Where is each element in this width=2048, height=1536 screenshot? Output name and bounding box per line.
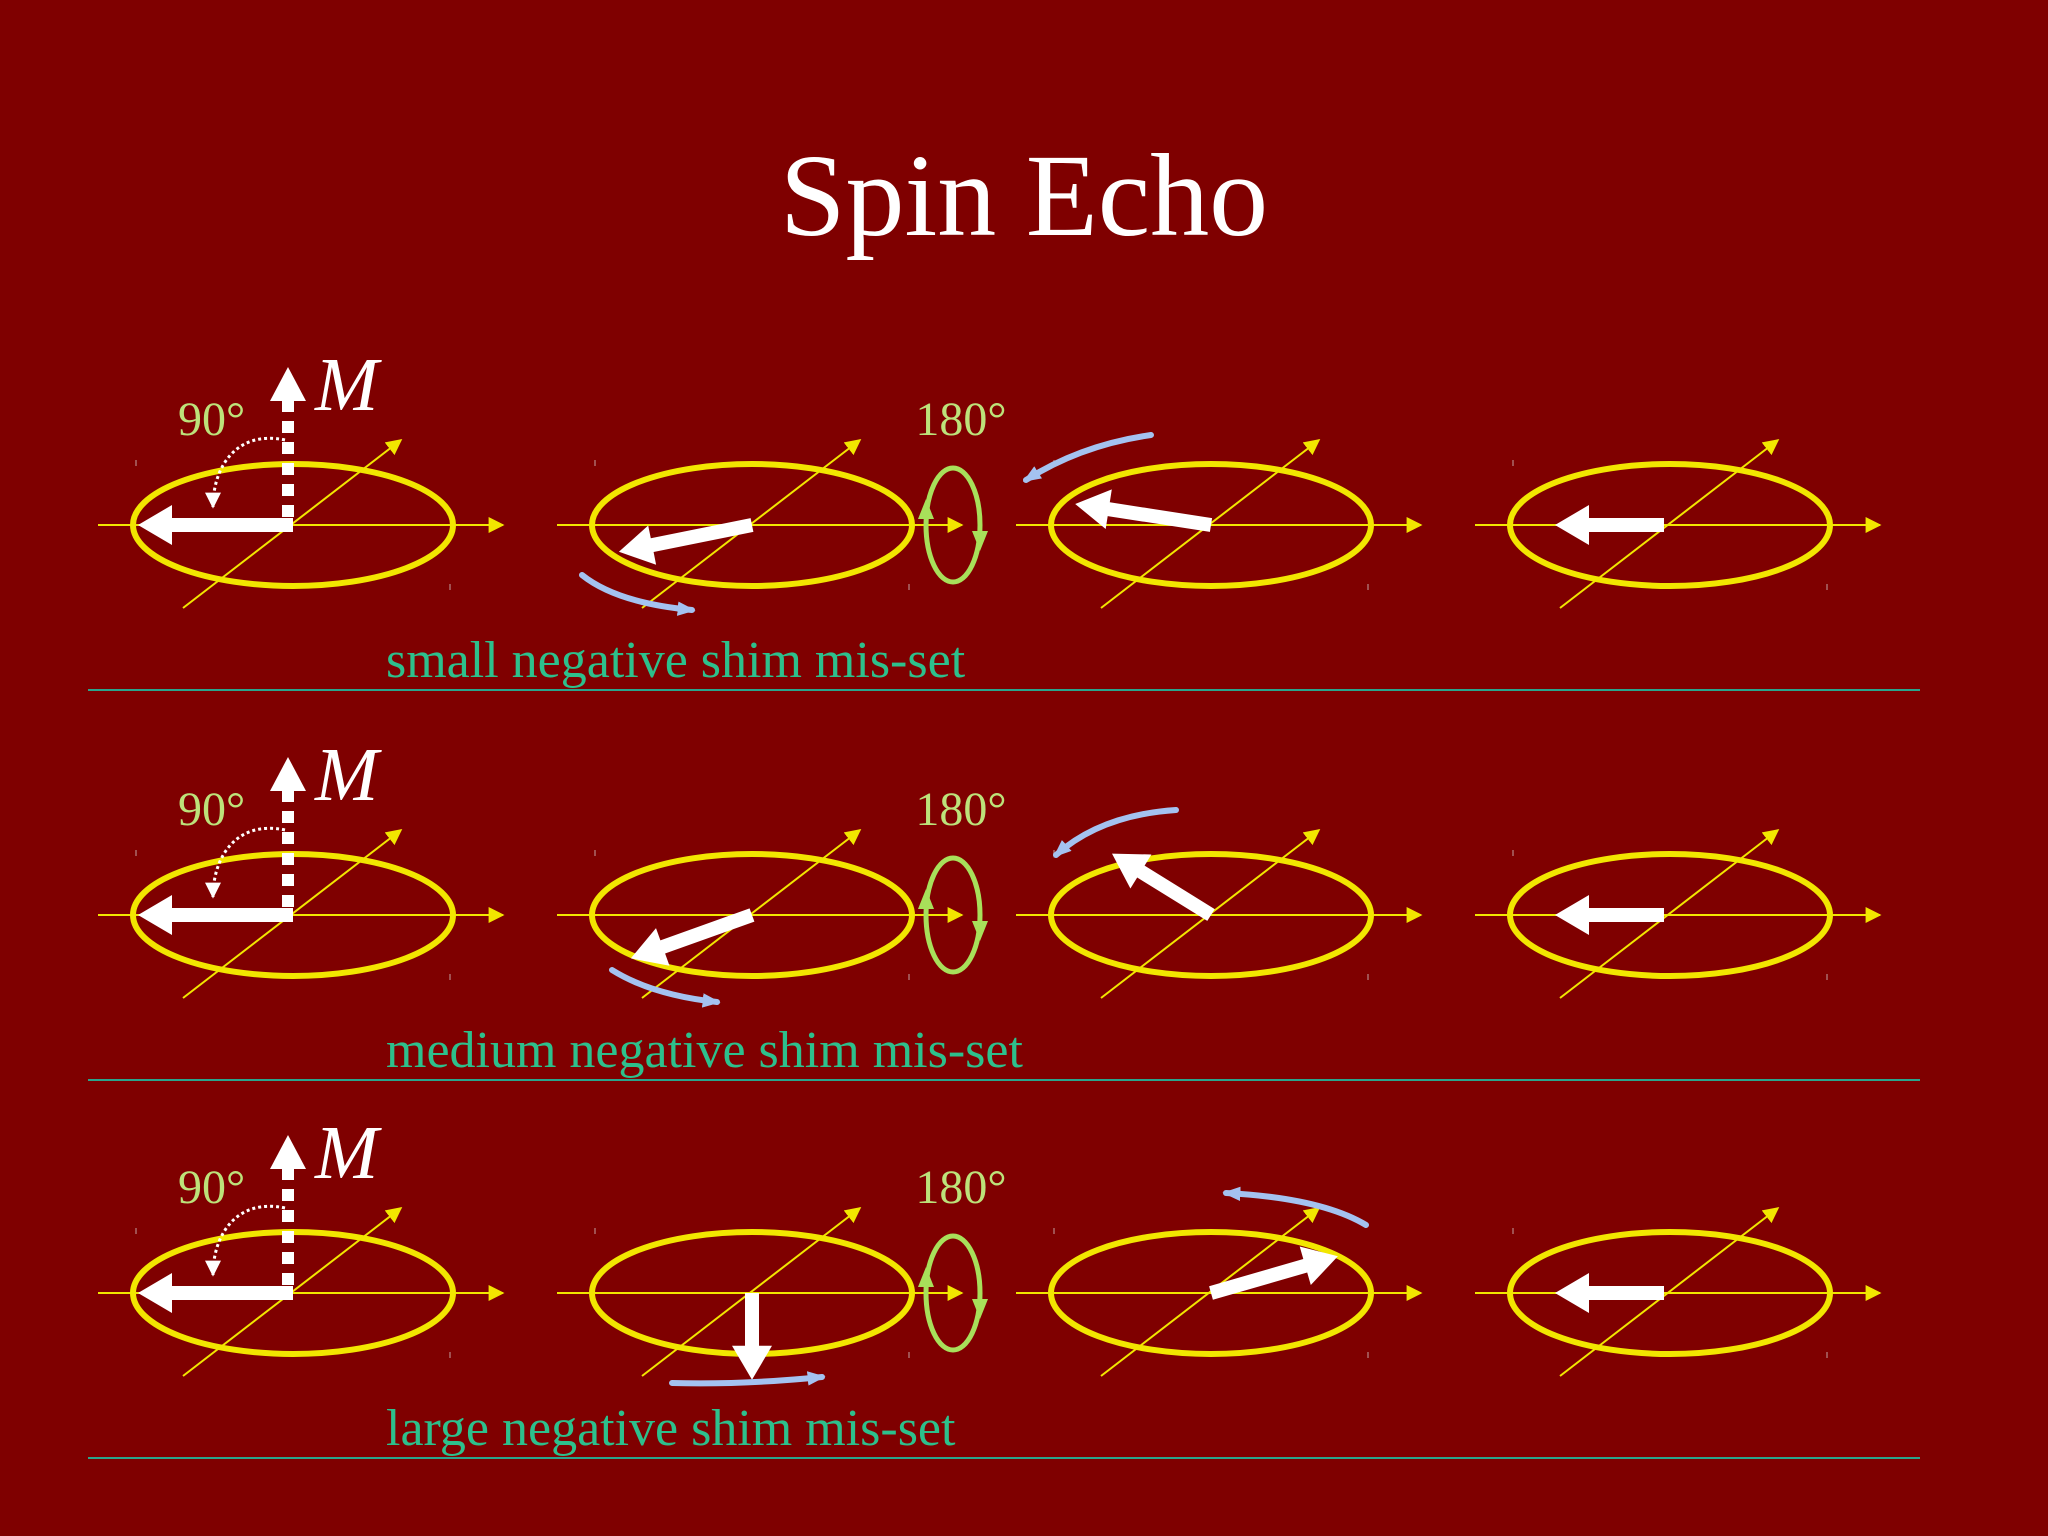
echo-magnetization-vector: [1555, 895, 1664, 935]
dephased-magnetization-vector: [618, 518, 754, 565]
transverse-plane-ellipse: [1048, 461, 1374, 589]
bloch-panel-2: [557, 829, 964, 1008]
pulse-loop-ellipse: [923, 1233, 983, 1353]
pulse-loop-arrowhead-down: [972, 921, 988, 941]
diagram-rows: 90° M 180° small negative shim mis-set 90° M 1…: [88, 343, 1920, 1459]
row-2: 90° M 180° medium negative shim mis-set: [88, 733, 1920, 1081]
pulse-loop-arrowhead-up: [918, 889, 934, 909]
dephasing-direction-arrow: [579, 572, 696, 616]
initial-magnetization-head: [270, 757, 306, 791]
tipped-magnetization-vector: [138, 1273, 293, 1313]
pulse-90-label: 90°: [178, 1161, 245, 1214]
dephased-magnetization-vector: [630, 908, 755, 966]
pulse-180-label: 180°: [915, 783, 1006, 836]
initial-magnetization-head: [270, 367, 306, 401]
refocusing-magnetization-vector: [1209, 1246, 1338, 1300]
bloch-panel-1: 90° M: [98, 343, 505, 609]
magnetization-label: M: [314, 733, 382, 817]
echo-magnetization-vector: [1555, 1273, 1664, 1313]
dephasing-direction-arrow: [669, 1371, 826, 1387]
dephased-magnetization-vector: [732, 1293, 772, 1380]
refocusing-direction-arrow: [1022, 432, 1154, 483]
pulse-loop-arrowhead-up: [918, 499, 934, 519]
magnetization-label: M: [314, 1111, 382, 1195]
tipped-magnetization-vector: [138, 895, 293, 935]
bloch-panel-3: [1016, 807, 1423, 999]
row-1: 90° M 180° small negative shim mis-set: [88, 343, 1920, 691]
pulse-loop-arrowhead-down: [972, 1299, 988, 1319]
page-title: Spin Echo: [780, 130, 1268, 261]
bloch-panel-4: [1475, 1207, 1882, 1377]
refocusing-direction-arrow: [1222, 1186, 1369, 1228]
pulse-180-loop: 180°: [915, 783, 1007, 975]
transverse-plane-ellipse: [1048, 1229, 1374, 1357]
row-caption: medium negative shim mis-set: [386, 1022, 1023, 1079]
row-caption: small negative shim mis-set: [386, 632, 966, 689]
row-3: 90° M 180° large negative shim mis-set: [88, 1111, 1920, 1459]
pulse-180-label: 180°: [915, 393, 1006, 446]
refocusing-magnetization-vector: [1112, 853, 1215, 921]
bloch-panel-2: [557, 1207, 964, 1387]
initial-magnetization-head: [270, 1135, 306, 1169]
dephasing-direction-arrow: [609, 967, 721, 1008]
transverse-plane-ellipse: [1507, 851, 1833, 979]
transverse-plane-ellipse: [1507, 1229, 1833, 1357]
bloch-panel-4: [1475, 829, 1882, 999]
transverse-plane-ellipse: [1048, 851, 1374, 979]
bloch-panel-4: [1475, 439, 1882, 609]
bloch-panel-3: [1016, 432, 1423, 609]
pulse-90-label: 90°: [178, 393, 245, 446]
bloch-panel-2: [557, 439, 964, 616]
bloch-panel-1: 90° M: [98, 1111, 505, 1377]
transverse-plane-ellipse: [1507, 461, 1833, 589]
transverse-plane-ellipse: [589, 461, 915, 589]
transverse-plane-ellipse: [589, 851, 915, 979]
tip-rotation-arrow: [205, 1204, 286, 1277]
echo-magnetization-vector: [1555, 505, 1664, 545]
bloch-panel-3: [1016, 1186, 1423, 1377]
magnetization-label: M: [314, 343, 382, 427]
tip-rotation-arrow: [205, 826, 286, 899]
refocusing-magnetization-vector: [1075, 489, 1213, 532]
pulse-180-label: 180°: [915, 1161, 1006, 1214]
pulse-loop-ellipse: [923, 465, 983, 585]
tipped-magnetization-vector: [138, 505, 293, 545]
bloch-panel-1: 90° M: [98, 733, 505, 999]
pulse-loop-arrowhead-up: [918, 1267, 934, 1287]
pulse-90-label: 90°: [178, 783, 245, 836]
pulse-loop-ellipse: [923, 855, 983, 975]
row-caption: large negative shim mis-set: [386, 1400, 956, 1457]
pulse-180-loop: 180°: [915, 393, 1007, 585]
pulse-loop-arrowhead-down: [972, 531, 988, 551]
pulse-180-loop: 180°: [915, 1161, 1007, 1353]
tip-rotation-arrow: [205, 436, 286, 509]
refocusing-direction-arrow: [1053, 807, 1179, 858]
